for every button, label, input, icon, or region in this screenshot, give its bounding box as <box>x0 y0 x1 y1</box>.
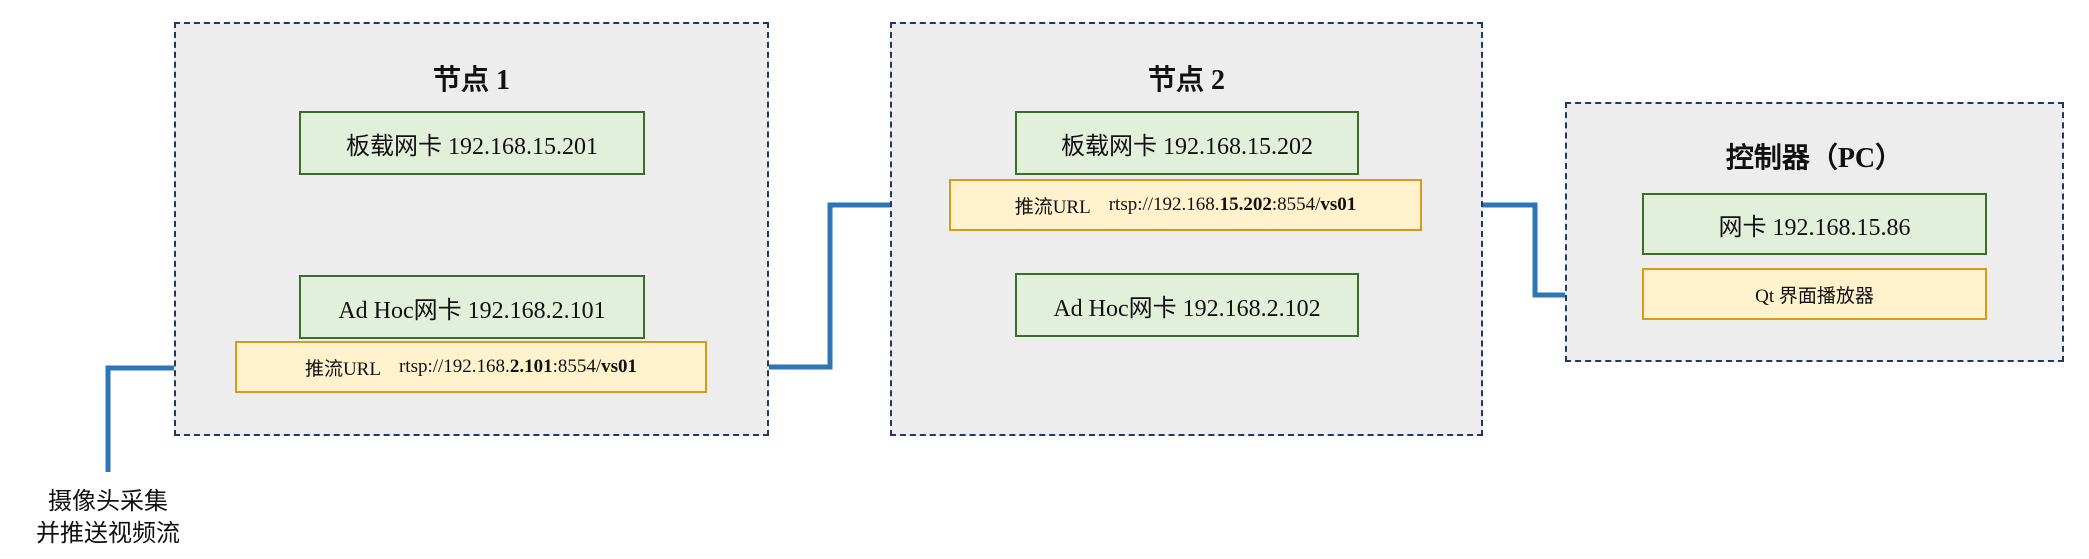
node-2-adhoc-nic: Ad Hoc网卡 192.168.2.102 <box>1015 273 1359 337</box>
node-2-onboard-nic: 板载网卡 192.168.15.202 <box>1015 111 1359 175</box>
node-1-adhoc-nic: Ad Hoc网卡 192.168.2.101 <box>299 275 645 339</box>
controller-title: 控制器（PC） <box>1725 143 1904 174</box>
node-1-stream-label: 推流URL <box>304 358 381 380</box>
node-2-stream-label: 推流URL <box>1014 196 1091 218</box>
node-1-url-prefix: rtsp://192.168. <box>398 356 510 377</box>
camera-caption-line-2: 并推送视频流 <box>36 521 180 547</box>
node-2-title: 节点 2 <box>1147 65 1225 96</box>
node-1-title: 节点 1 <box>432 65 510 96</box>
node-1-onboard-nic: 板载网卡 192.168.15.201 <box>299 111 645 175</box>
node-1-url-port: :8554/ <box>552 356 602 377</box>
node-1-stream-url: 推流URL rtsp://192.168.2.101:8554/vs01 <box>235 341 707 393</box>
node-2-url-prefix: rtsp://192.168. <box>1108 194 1220 215</box>
node-2-url-port: :8554/ <box>1271 194 1321 215</box>
qt-player-box: Qt 界面播放器 <box>1642 268 1987 320</box>
node-1-url-host: 2.101 <box>509 356 553 377</box>
camera-caption: 摄像头采集 并推送视频流 <box>18 486 198 550</box>
node-2-url-path: vs01 <box>1320 194 1357 215</box>
camera-caption-line-1: 摄像头采集 <box>48 489 168 515</box>
controller-nic: 网卡 192.168.15.86 <box>1642 193 1987 255</box>
node-2-stream-url: 推流URL rtsp://192.168.15.202:8554/vs01 <box>949 179 1422 231</box>
node-1-url-path: vs01 <box>601 356 638 377</box>
node-2-url-host: 15.202 <box>1219 194 1272 215</box>
